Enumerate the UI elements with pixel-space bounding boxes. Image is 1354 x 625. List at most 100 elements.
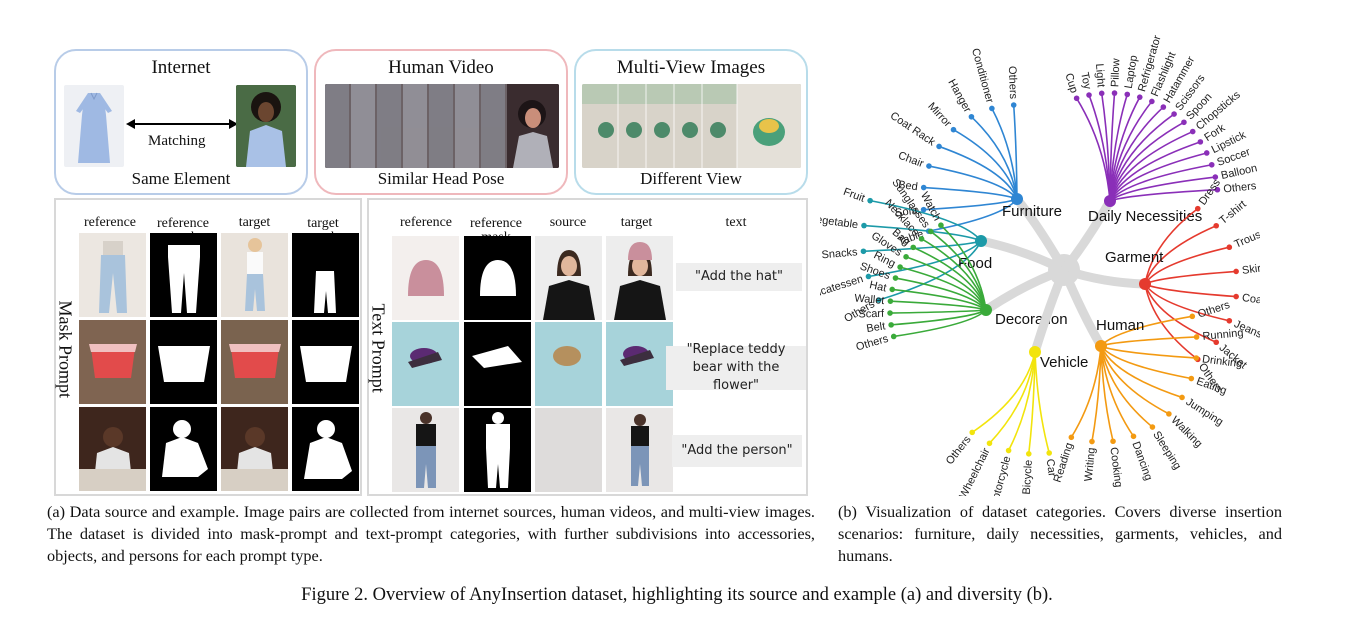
leaf-dot — [920, 184, 927, 191]
category-trunk — [1012, 194, 1069, 275]
leaf-label: Dress — [1197, 177, 1224, 208]
leaf-dot — [1111, 90, 1118, 96]
leaf-label: Others — [944, 433, 974, 467]
leaf-label: Laptop — [1123, 54, 1140, 89]
leaf-label: Bed — [898, 179, 919, 193]
mask-target-person-image — [221, 407, 288, 491]
leaf-dot — [1010, 102, 1017, 108]
leaf-label: Skirt — [1241, 262, 1260, 277]
leaf-dot — [1136, 94, 1143, 100]
prompt-add-hat: "Add the hat" — [676, 263, 802, 291]
category-branch — [971, 351, 1036, 434]
leaf-dot — [1226, 317, 1233, 324]
category-label: Human — [1096, 317, 1144, 334]
mask-target-box-mask — [292, 320, 359, 404]
leaf-dot — [968, 113, 975, 120]
leaf-dot — [1208, 161, 1215, 168]
leaf-dot — [1124, 91, 1131, 98]
leaf-label: Trousers — [1233, 222, 1260, 250]
category-branch — [1100, 336, 1197, 347]
category-branch — [970, 116, 1018, 200]
text-target-flower-image — [606, 322, 673, 406]
multi-view-title: Multi-View Images — [616, 57, 766, 78]
matching-label: Matching — [148, 133, 206, 149]
leaf-label: Mirror — [925, 100, 953, 130]
leaf-dot — [1203, 150, 1210, 156]
human-video-title: Human Video — [388, 57, 494, 78]
multi-view-source-card: Multi-View Images Different View — [574, 49, 808, 195]
category-branch — [899, 266, 987, 311]
category-label: Furniture — [1002, 203, 1062, 220]
leaf-dot — [986, 440, 993, 447]
category-node — [980, 304, 992, 316]
text-ref-flower-mask — [464, 322, 531, 406]
category-node — [975, 235, 987, 247]
leaf-label: Others — [855, 333, 891, 354]
leaf-label: Dancing — [1129, 440, 1154, 482]
leaf-dot — [926, 163, 932, 169]
mask-target-box-image — [221, 320, 288, 404]
leaf-dot — [1171, 111, 1177, 117]
leaf-dot — [1005, 447, 1012, 454]
category-node — [1139, 278, 1151, 290]
multi-view-frames-image — [582, 84, 801, 168]
dress-image — [64, 85, 124, 167]
leaf-dot — [910, 244, 917, 251]
category-label: Vehicle — [1040, 354, 1088, 371]
leaf-label: Drinking — [1201, 353, 1243, 370]
text-col-reference: reference — [399, 215, 453, 230]
category-branch — [1109, 141, 1201, 202]
human-video-caption: Similar Head Pose — [377, 169, 505, 188]
category-branch — [878, 240, 982, 301]
category-branch — [1070, 345, 1102, 438]
caption-a: (a) Data source and example. Image pairs… — [47, 502, 815, 565]
category-trunk — [1059, 265, 1106, 351]
leaf-label: Vegetable — [820, 213, 859, 231]
leaf-dot — [903, 254, 909, 260]
text-ref-hat-image — [392, 236, 459, 320]
leaf-label: Running — [1202, 327, 1244, 343]
leaf-label: Pillow — [1109, 58, 1122, 87]
leaf-dot — [1086, 92, 1092, 98]
category-branch — [890, 300, 987, 311]
leaf-dot — [1197, 139, 1204, 145]
mask-ref-jeans-image — [79, 233, 146, 317]
leaf-label: Chair — [896, 150, 925, 171]
leaf-dot — [1073, 95, 1080, 102]
text-source-teddy-image — [535, 322, 602, 406]
category-branch — [953, 129, 1018, 200]
leaf-dot — [865, 273, 872, 280]
category-branch — [1100, 345, 1153, 428]
leaf-dot — [889, 286, 896, 293]
category-branch — [1144, 283, 1217, 343]
leaf-dot — [1068, 434, 1075, 441]
mask-col-reference: reference — [83, 215, 137, 230]
category-label: Daily Necessities — [1088, 208, 1202, 225]
category-branch — [1034, 351, 1050, 454]
leaf-dot — [1160, 104, 1167, 110]
category-branch — [1091, 345, 1102, 442]
category-branch — [890, 309, 987, 314]
prompt-replace-teddy: "Replace teddy bear with the flower" — [666, 342, 806, 393]
category-branch — [1144, 270, 1237, 285]
leaf-dot — [1149, 98, 1155, 105]
leaf-dot — [1189, 128, 1196, 135]
category-branch — [923, 186, 1018, 200]
leaf-label: Others — [1006, 66, 1019, 100]
text-target-person-image — [606, 408, 673, 492]
model-image — [236, 85, 296, 167]
text-col-target: target — [620, 215, 653, 230]
leaf-label: T-shirt — [1217, 198, 1248, 227]
text-source-empty-image — [535, 408, 602, 492]
leaf-label: Walking — [1169, 414, 1205, 450]
category-branch — [1012, 105, 1018, 200]
leaf-dot — [897, 264, 903, 270]
category-trunk — [1059, 196, 1115, 275]
leaf-label: Conditioner — [969, 47, 996, 105]
category-trunk — [1030, 265, 1069, 357]
category-branch — [940, 224, 987, 311]
figure-caption: Figure 2. Overview of AnyInsertion datas… — [301, 585, 1053, 605]
video-frames-image — [325, 84, 559, 168]
category-branch — [1109, 130, 1194, 202]
